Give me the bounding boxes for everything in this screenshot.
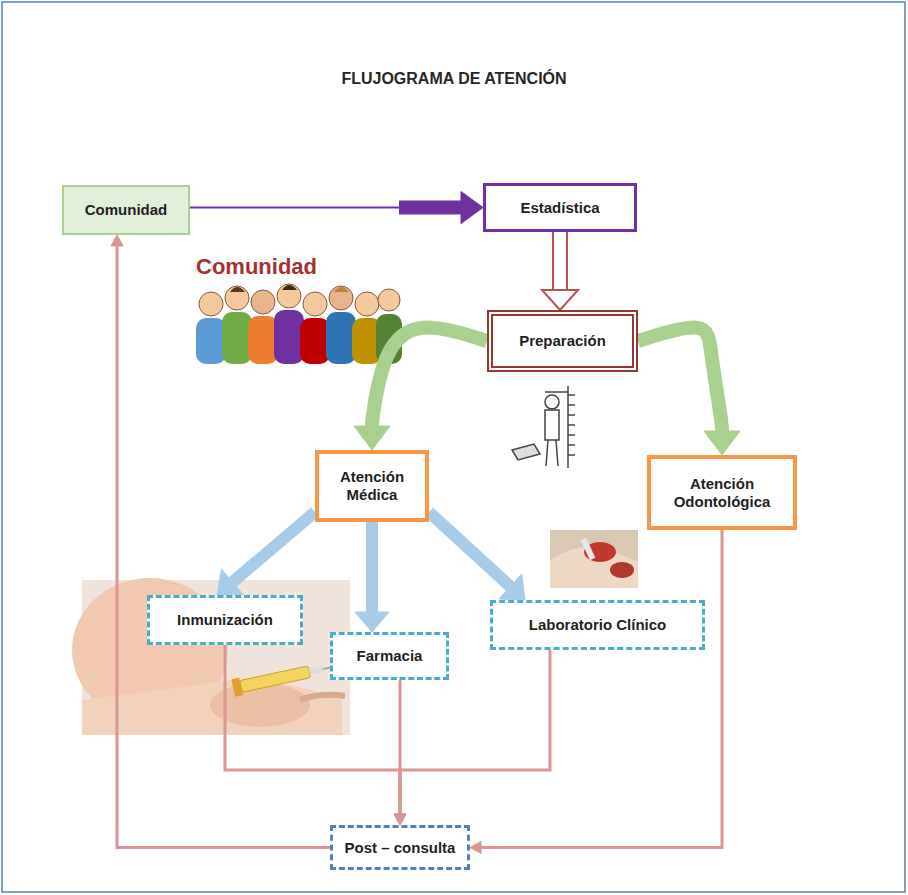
arrowhead [217,569,243,595]
arrow-shaft [366,522,378,612]
community-box: Comunidad [62,185,190,235]
process-box: Preparación [487,310,638,372]
curved-arrow [638,328,740,455]
purple-arrow [190,192,483,224]
block-arrow [429,512,525,600]
support-box: Inmunización [147,595,303,645]
crowd-illustration [196,284,402,364]
node-text: Atención Odontológica [657,475,787,511]
block-arrow [217,512,315,595]
crowd-label: Comunidad [196,254,317,280]
node-text: Atención Médica [325,468,419,504]
arrow-outline [552,232,568,290]
node-text: Comunidad [85,201,168,219]
flow-line [111,235,330,848]
arrow-shaft [372,328,487,426]
arrow-shaft [190,207,461,209]
block-arrow [355,522,389,632]
arrow-shaft [117,246,330,848]
service-box: Atención Odontológica [647,455,797,530]
support-box: Farmacia [330,632,449,680]
end-box: Post – consulta [330,825,470,870]
node-text: Preparación [519,332,606,350]
node-text: Inmunización [177,611,273,629]
node-text: Laboratorio Clínico [529,616,667,634]
curved-arrow [354,328,487,450]
arrowhead [394,814,406,825]
node-text: Farmacia [357,647,423,665]
baby-photo [72,578,350,735]
arrowhead [470,842,481,854]
arrowhead [111,235,123,246]
arrowhead [542,290,578,310]
lab-photo [550,530,638,588]
node-text: Post – consulta [345,839,456,857]
arrowhead [704,431,740,455]
measuring-figure [512,386,575,468]
support-box: Laboratorio Clínico [490,600,705,650]
process-box: Estadística [483,183,637,232]
arrow-shaft [554,232,566,290]
syringe-drawing [231,658,336,697]
arrowhead [499,574,525,600]
arrow-shaft [481,530,722,848]
arrowhead [355,612,389,632]
hollow-arrow [542,232,578,310]
arrow-shaft [429,512,510,586]
arrow-shaft [232,512,315,582]
arrow-shaft [638,328,722,431]
diagram-title: FLUJOGRAMA DE ATENCIÓN [0,70,908,88]
service-box: Atención Médica [315,450,429,522]
arrowhead [461,192,483,224]
flow-line [470,530,722,854]
arrowhead [354,426,390,450]
arrowhead [394,814,406,825]
arrow-body [399,201,461,215]
node-text: Estadística [520,199,599,217]
arrowhead [394,814,406,825]
